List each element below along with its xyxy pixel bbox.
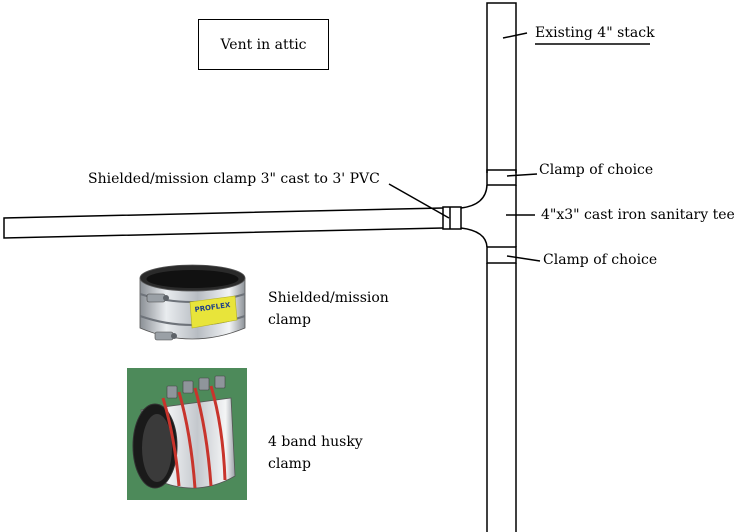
leader-clamp-top xyxy=(506,173,538,177)
clamp-bottom-label: Clamp of choice xyxy=(543,252,658,268)
tee-upper-curve xyxy=(460,184,488,209)
shielded-caption-line1: Shielded/mission xyxy=(268,290,389,306)
shielded-clamp-photo: PROFLEX xyxy=(135,258,250,350)
husky-clamp-photo xyxy=(127,368,247,500)
leader-existing-stack xyxy=(502,32,528,39)
branch-pipe xyxy=(3,207,444,239)
tee-lower-curve xyxy=(460,227,488,248)
existing-stack-label: Existing 4" stack xyxy=(535,25,655,41)
husky-caption-line1: 4 band husky xyxy=(268,434,363,450)
clamp-top-label: Clamp of choice xyxy=(539,162,654,178)
top-clamp-shape xyxy=(486,169,517,186)
vent-in-attic-box: Vent in attic xyxy=(198,19,329,70)
leader-shielded-clamp xyxy=(388,183,450,219)
husky-caption-line2: clamp xyxy=(268,456,311,472)
leader-clamp-bottom xyxy=(506,255,541,262)
tee-label: 4"x3" cast iron sanitary tee xyxy=(541,207,735,223)
stack-left-wall-upper xyxy=(486,2,517,173)
branch-clamp-shape xyxy=(442,206,462,230)
shielded-caption-line2: clamp xyxy=(268,312,311,328)
vent-in-attic-label: Vent in attic xyxy=(220,36,307,53)
bottom-clamp-shape xyxy=(486,246,517,264)
shielded-clamp-callout: Shielded/mission clamp 3" cast to 3' PVC xyxy=(88,171,380,187)
